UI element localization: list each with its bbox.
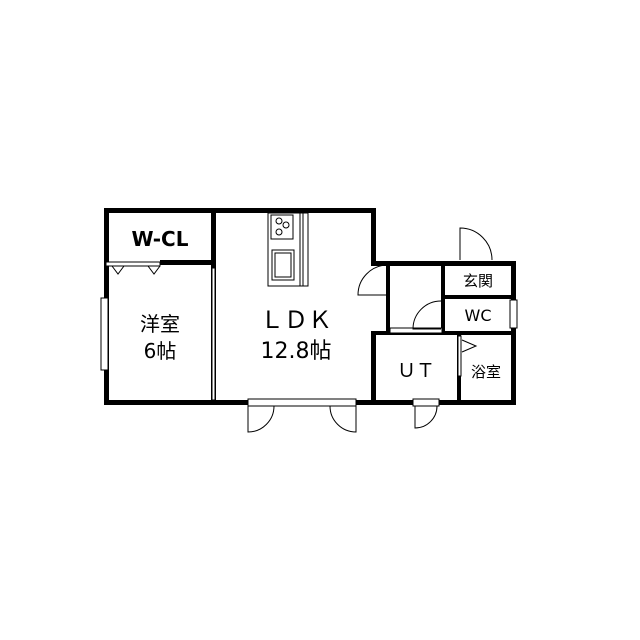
room-label-bathroom: 浴室 — [471, 363, 501, 381]
room-label-toilet: WC — [465, 306, 492, 325]
room-size-ldk: 12.8帖 — [261, 339, 332, 364]
room-label-entrance: 玄関 — [463, 272, 493, 290]
room-label-utility: ＵＴ — [397, 360, 435, 382]
openings — [100, 261, 518, 407]
room-label-ldk: ＬＤＫ — [260, 306, 332, 334]
room-label-western-room: 洋室 — [140, 312, 180, 336]
stove-icon — [270, 214, 294, 240]
door-swings — [111, 227, 493, 433]
room-size-western-room: 6帖 — [144, 339, 177, 363]
kitchen-counter — [267, 212, 309, 287]
room-label-walk-in-closet: W-CL — [132, 227, 189, 251]
sink-icon — [271, 249, 295, 281]
